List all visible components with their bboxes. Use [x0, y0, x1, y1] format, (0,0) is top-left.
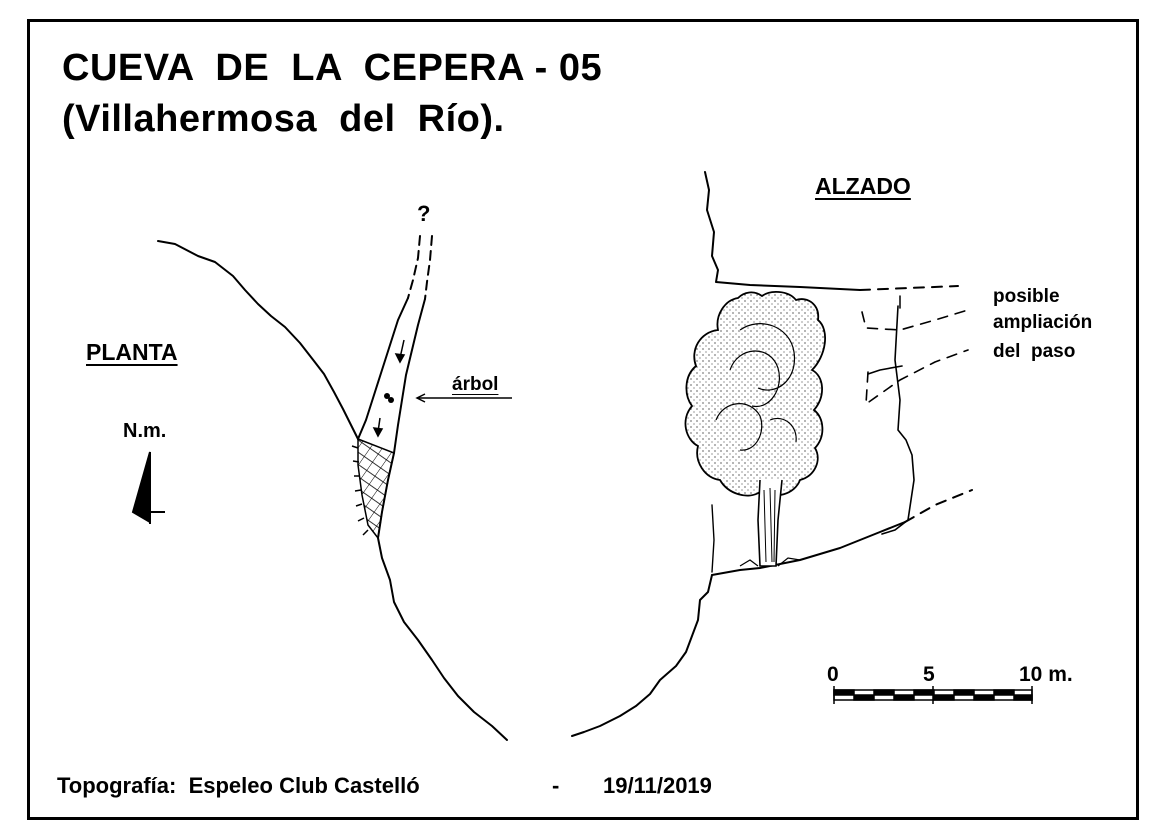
tree-icon	[384, 393, 394, 403]
gallery-right-wall	[393, 298, 426, 454]
survey-date: 19/11/2019	[603, 773, 712, 798]
survey-title: CUEVA DE LA CEPERA - 05	[62, 47, 603, 89]
credit-separator: -	[552, 773, 560, 798]
scale-tick-5: 5	[923, 663, 935, 686]
tree-label: árbol	[452, 374, 499, 395]
tree-leader	[415, 393, 512, 403]
planta-label: PLANTA	[86, 339, 178, 365]
gallery-dashed-left	[407, 235, 421, 299]
plan-left-wall	[157, 240, 359, 440]
gallery-dashed-right	[424, 235, 433, 300]
scale-tick-0: 0	[827, 663, 839, 686]
elev-floor-dashed	[904, 489, 973, 523]
north-arrow-icon	[131, 451, 165, 524]
elev-inner-wall	[881, 305, 915, 535]
passage-dashed-2	[865, 349, 969, 405]
scale-bar	[833, 686, 1033, 704]
elev-upper-cliff	[704, 171, 861, 291]
credit-text: Topografía: Espeleo Club Castelló	[57, 773, 420, 798]
planta-plan-view	[157, 235, 508, 741]
map-frame	[27, 19, 1139, 820]
alzado-label: ALZADO	[815, 173, 911, 199]
passage-dashed-1	[861, 309, 969, 331]
flow-arrows	[372, 339, 406, 438]
unknown-continuation-mark: ?	[417, 201, 431, 226]
elev-floor	[711, 521, 906, 576]
note-line-3: del paso	[993, 341, 1076, 362]
plan-entrance-hatch	[357, 437, 395, 540]
tree-elevation-icon	[684, 291, 826, 567]
tree-canopy	[684, 291, 826, 497]
note-line-2: ampliación	[993, 312, 1093, 333]
passage-dashed-3	[867, 365, 903, 375]
survey-location: (Villahermosa del Río).	[62, 98, 505, 140]
plan-right-wall	[377, 452, 508, 741]
note-line-1: posible	[993, 286, 1060, 307]
elev-ceiling-dashed	[859, 285, 959, 291]
elev-lower-cliff	[571, 574, 713, 737]
gallery-left-wall	[357, 297, 409, 440]
cliff-ticks	[351, 445, 369, 536]
north-label: N.m.	[123, 420, 167, 442]
scale-tick-10: 10 m.	[1019, 663, 1073, 686]
